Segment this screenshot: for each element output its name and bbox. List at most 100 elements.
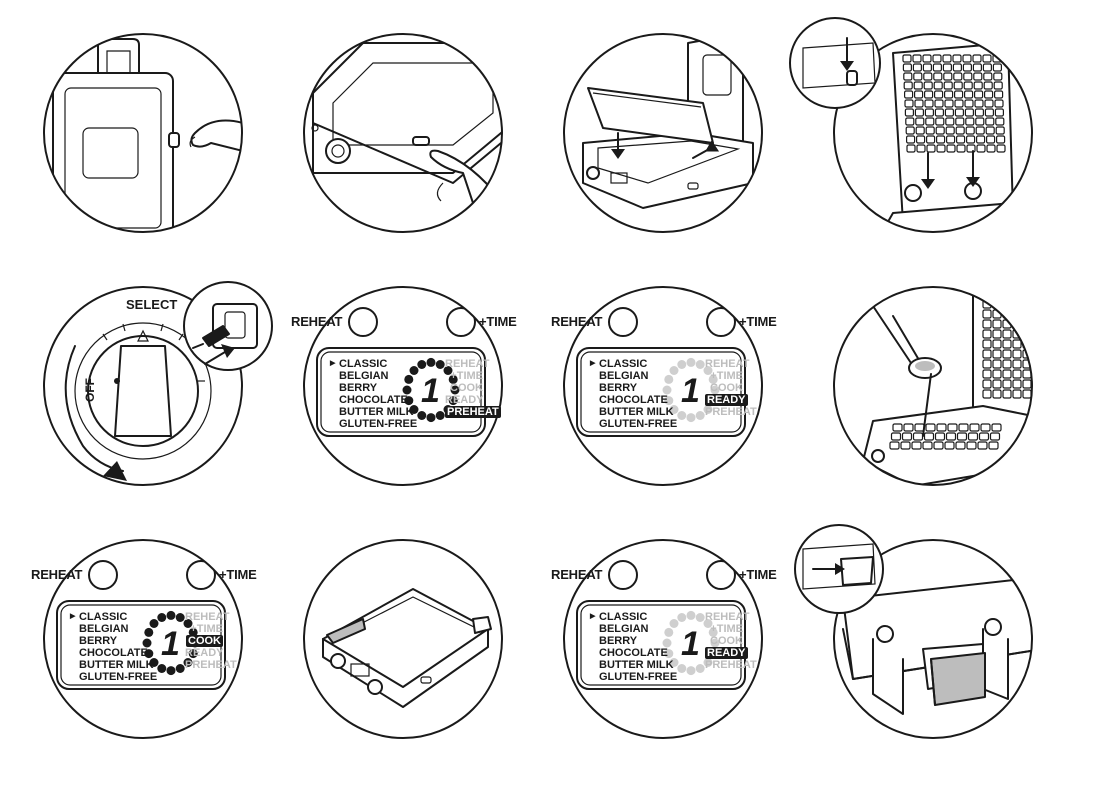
waffle-cell: [986, 144, 996, 153]
waffle-cell: [934, 432, 946, 441]
waffle-cell: [964, 99, 974, 108]
waffle-cell: [904, 108, 915, 117]
lid-handle: [326, 618, 366, 644]
preset-menu-item: CHOCOLATE: [599, 394, 668, 406]
waffle-cell: [923, 81, 933, 90]
digit-ring-segment: [703, 658, 713, 667]
reheat-button[interactable]: [608, 307, 638, 337]
waffle-cell: [992, 339, 1002, 349]
waffle-cell: [1033, 290, 1041, 298]
waffle-cell: [986, 135, 996, 144]
base-outline: [582, 132, 754, 209]
step-11-panel: REHEAT +TIME CLASSICBELGIANBERRYCHOCOLAT…: [551, 539, 777, 739]
reheat-button-label: REHEAT: [291, 314, 343, 329]
latch-inset: [789, 17, 881, 109]
waffle-cell: [903, 90, 914, 99]
status-indicator: REHEAT: [705, 358, 750, 370]
waffle-cell: [978, 432, 990, 441]
waffle-cell: [922, 54, 932, 63]
waffle-cell: [913, 81, 923, 90]
drip-tray-icon: [930, 652, 986, 706]
waffle-cell: [953, 81, 963, 90]
waffle-cell: [925, 126, 935, 135]
waffle-cell: [974, 108, 984, 117]
preset-menu-item: GLUTEN-FREE: [599, 671, 678, 683]
waffle-cell: [984, 90, 994, 99]
step-1-panel: [43, 33, 243, 233]
waffle-cell: [966, 144, 976, 153]
waffle-cell: [933, 72, 943, 81]
hand-icon: [429, 149, 502, 232]
time-button[interactable]: [186, 560, 216, 590]
preset-menu-item: GLUTEN-FREE: [339, 418, 418, 430]
digit-ring-segment: [677, 613, 687, 622]
digit-ring-segment: [175, 664, 185, 673]
preset-menu-item: BELGIAN: [79, 623, 129, 635]
waffle-cell: [989, 432, 1001, 441]
reheat-button[interactable]: [348, 307, 378, 337]
digit-ring-segment: [710, 638, 720, 648]
waffle-cell: [1002, 389, 1012, 399]
waffle-cell: [1012, 289, 1022, 299]
digit-ring-segment: [188, 649, 198, 659]
waffle-cell: [924, 99, 934, 108]
time-button[interactable]: [446, 307, 476, 337]
time-button[interactable]: [706, 560, 736, 590]
status-indicator: +TIME: [710, 370, 743, 382]
waffle-cell: [963, 81, 973, 90]
reheat-button[interactable]: [608, 560, 638, 590]
preset-menu-item: BELGIAN: [599, 623, 649, 635]
waffle-cell: [1012, 349, 1022, 359]
waffle-cell: [944, 441, 955, 450]
step-10-panel: [303, 539, 503, 739]
waffle-cell: [903, 81, 913, 90]
waffle-cell: [1012, 379, 1022, 389]
waffle-cell: [966, 441, 977, 450]
time-button[interactable]: [706, 307, 736, 337]
step-8-panel: [833, 286, 1033, 486]
waffle-cell: [1002, 359, 1012, 369]
digit-ring-icon: [142, 610, 200, 676]
waffle-cell: [982, 349, 992, 359]
digit-ring-segment: [426, 413, 436, 423]
waffle-cell: [972, 54, 982, 63]
dial-knob-icon: [330, 653, 346, 669]
digit-ring-segment: [695, 360, 705, 369]
digit-ring-segment: [703, 366, 713, 375]
waffle-cell: [955, 117, 965, 126]
waffle-cell: [980, 423, 991, 432]
waffle-cell: [954, 99, 964, 108]
waffle-cell: [1012, 369, 1022, 379]
waffle-cell: [1002, 349, 1012, 359]
reheat-button[interactable]: [88, 560, 118, 590]
waffle-cell: [1033, 320, 1041, 328]
preset-menu-item: BUTTER MILK: [339, 406, 414, 418]
waffle-cell: [892, 423, 903, 432]
waffle-cell: [994, 99, 1004, 108]
lid-handle: [97, 38, 140, 74]
waffle-cell: [922, 441, 933, 450]
waffle-cell: [984, 108, 994, 117]
waffle-cell: [945, 135, 956, 144]
digit-ring-segment: [183, 619, 193, 628]
status-indicator: COOK: [710, 382, 743, 394]
arrow-right-icon: [835, 563, 845, 575]
waffle-cell: [1012, 309, 1022, 319]
step-9-panel: REHEAT +TIME CLASSICBELGIANBERRYCHOCOLAT…: [31, 539, 257, 739]
waffle-cell: [995, 117, 1005, 126]
waffle-cell: [935, 126, 945, 135]
waffle-cell: [992, 379, 1002, 389]
waffle-cell: [982, 339, 992, 349]
preset-menu-item: CLASSIC: [330, 358, 417, 370]
waffle-cell: [924, 108, 935, 117]
status-indicator: PREHEAT: [445, 406, 501, 418]
waffle-cell: [1022, 309, 1032, 319]
waffle-cell: [903, 72, 913, 81]
digit-ring-segment: [669, 405, 679, 414]
waffle-cell: [932, 54, 942, 63]
waffle-cell: [943, 90, 954, 99]
waffle-cell: [967, 432, 979, 441]
waffle-cell: [1012, 339, 1022, 349]
waffle-cell: [983, 72, 993, 81]
